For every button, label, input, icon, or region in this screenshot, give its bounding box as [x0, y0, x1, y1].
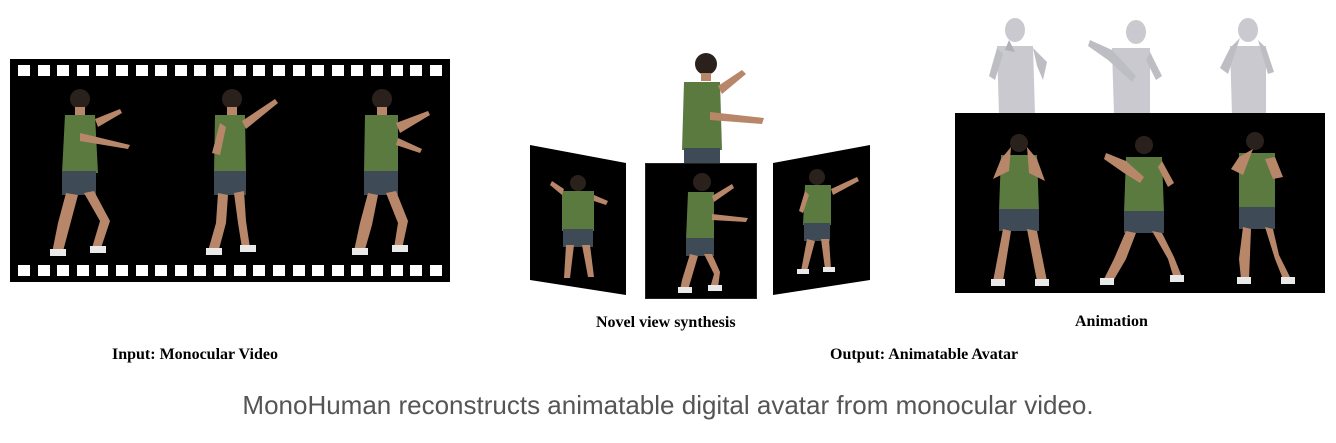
animation-label: Animation: [1075, 313, 1148, 330]
figure-caption: MonoHuman reconstructs animatable digita…: [242, 390, 1094, 420]
mesh-figure-3: [1220, 18, 1274, 115]
video-frame-3: [352, 89, 430, 255]
film-perforations-bottom: [18, 265, 442, 276]
person-figure: [352, 89, 430, 255]
novel-view-top-figure: [682, 53, 764, 165]
person-figure: [206, 89, 278, 255]
novel-view-right-panel: [773, 145, 870, 295]
novel-view-left-panel: [530, 145, 626, 295]
mesh-figure-2: [1088, 20, 1162, 115]
video-frame-1: [50, 89, 130, 256]
input-label: Input: Monocular Video: [112, 346, 278, 363]
person-figure: [50, 89, 130, 256]
animation-pose-2: [1100, 136, 1184, 285]
novel-view-label: Novel view synthesis: [596, 314, 736, 331]
animation-panel: [955, 113, 1325, 293]
animation-pose-3: [1231, 132, 1295, 284]
mesh-figure-1: [989, 18, 1047, 115]
film-strip: [10, 59, 450, 282]
film-perforations-top: [18, 65, 442, 76]
novel-view-center-panel: [645, 163, 757, 299]
video-frame-2: [206, 89, 278, 255]
animation-pose-1: [991, 134, 1049, 286]
output-label: Output: Animatable Avatar: [830, 346, 1019, 363]
